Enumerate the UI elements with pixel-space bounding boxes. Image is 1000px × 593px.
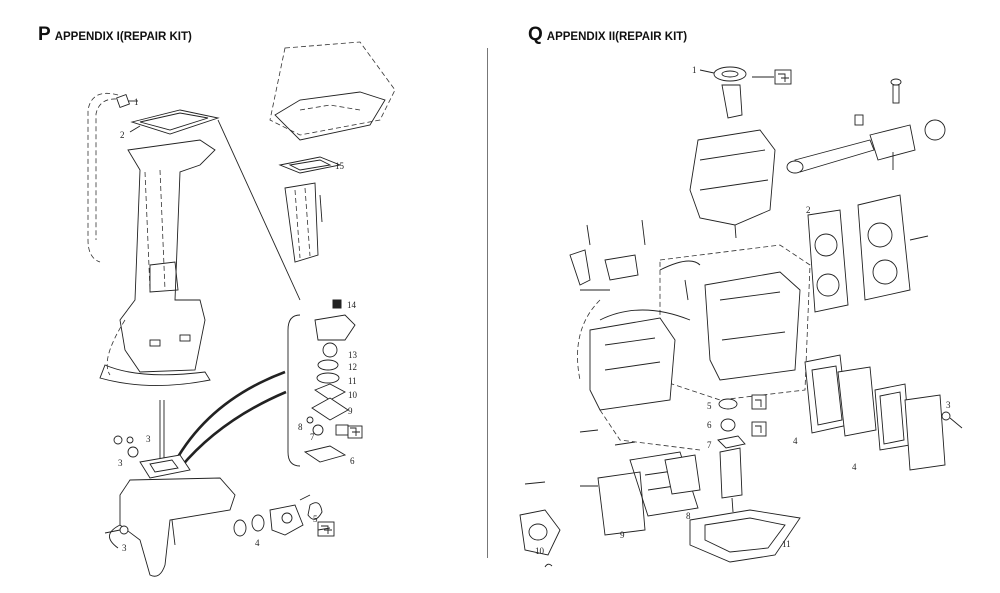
p-callout-3c: 3 — [122, 543, 127, 553]
p-callout-12: 12 — [348, 362, 357, 372]
q-callout-7: 7 — [707, 440, 712, 450]
water-tube — [87, 92, 119, 263]
p-callout-11: 11 — [348, 376, 357, 386]
grommet-part — [116, 94, 130, 108]
pump-plate — [314, 383, 346, 401]
q-key-box-1 — [774, 69, 792, 85]
gearcase — [119, 477, 236, 577]
p-callout-7: 7 — [310, 432, 315, 442]
gasket-9 — [597, 471, 646, 536]
water-pump-tube — [284, 182, 319, 263]
q-callout-2: 2 — [806, 205, 811, 215]
p-callout-3a: 3 — [146, 434, 151, 444]
base-gasket-11 — [689, 509, 801, 563]
fuel-hose — [659, 260, 701, 271]
q-callout-9: 9 — [620, 530, 625, 540]
p-callout-3b: 3 — [118, 458, 123, 468]
kit-bracket — [287, 314, 301, 467]
p-callout-4: 4 — [255, 538, 260, 548]
p-callout-13: 13 — [348, 350, 358, 360]
q-callout-5: 5 — [707, 401, 712, 411]
q-callout-4b: 4 — [852, 462, 857, 472]
p-callout-10: 10 — [348, 390, 358, 400]
piston — [869, 124, 916, 161]
crankcase — [659, 244, 811, 401]
q-callout-8: 8 — [686, 511, 691, 521]
drive-shaft-housing — [119, 139, 216, 373]
crankshaft — [721, 84, 743, 119]
p-callout-6: 6 — [350, 456, 355, 466]
appendix-q-title: APPENDIX II(REPAIR KIT) — [546, 31, 688, 43]
q-key-box-6 — [751, 421, 767, 437]
appendix-q-letter: Q — [528, 24, 543, 45]
p-callout-2: 2 — [120, 130, 125, 140]
oring-7 — [717, 435, 746, 449]
p-callout-8: 8 — [298, 422, 303, 432]
bearing-6 — [720, 418, 736, 432]
p-callout-5: 5 — [313, 514, 318, 524]
q-callout-4a: 4 — [793, 436, 798, 446]
q-callout-10: 10 — [535, 546, 545, 556]
appendix-p-letter: P — [38, 24, 51, 45]
q-callout-6: 6 — [707, 420, 712, 430]
p-callout-9: 9 — [348, 406, 353, 416]
p-callout-14: 14 — [347, 300, 357, 310]
p-callout-1: 1 — [134, 97, 139, 107]
appendix-p-title: APPENDIX I(REPAIR KIT) — [54, 31, 192, 43]
q-callout-11: 11 — [782, 539, 791, 549]
seal-5 — [718, 398, 738, 410]
gasket-15 — [278, 156, 342, 174]
intake-flange — [519, 509, 561, 556]
q-key-box-5 — [751, 394, 767, 410]
p-callouts: 1 2 15 14 13 12 11 10 9 8 7 6 3 3 3 4 5 — [118, 97, 358, 553]
carburetor — [589, 317, 676, 411]
p-callout-15: 15 — [335, 161, 345, 171]
connecting-rod — [794, 139, 875, 173]
q-callouts: 1 2 3 4 4 5 6 7 8 9 10 11 — [535, 65, 951, 556]
q-callout-1: 1 — [692, 65, 697, 75]
cowling — [269, 41, 396, 136]
pump-housing — [314, 314, 356, 341]
q-callout-3: 3 — [946, 400, 951, 410]
head-gasket — [807, 209, 849, 313]
panel-divider — [487, 48, 488, 558]
